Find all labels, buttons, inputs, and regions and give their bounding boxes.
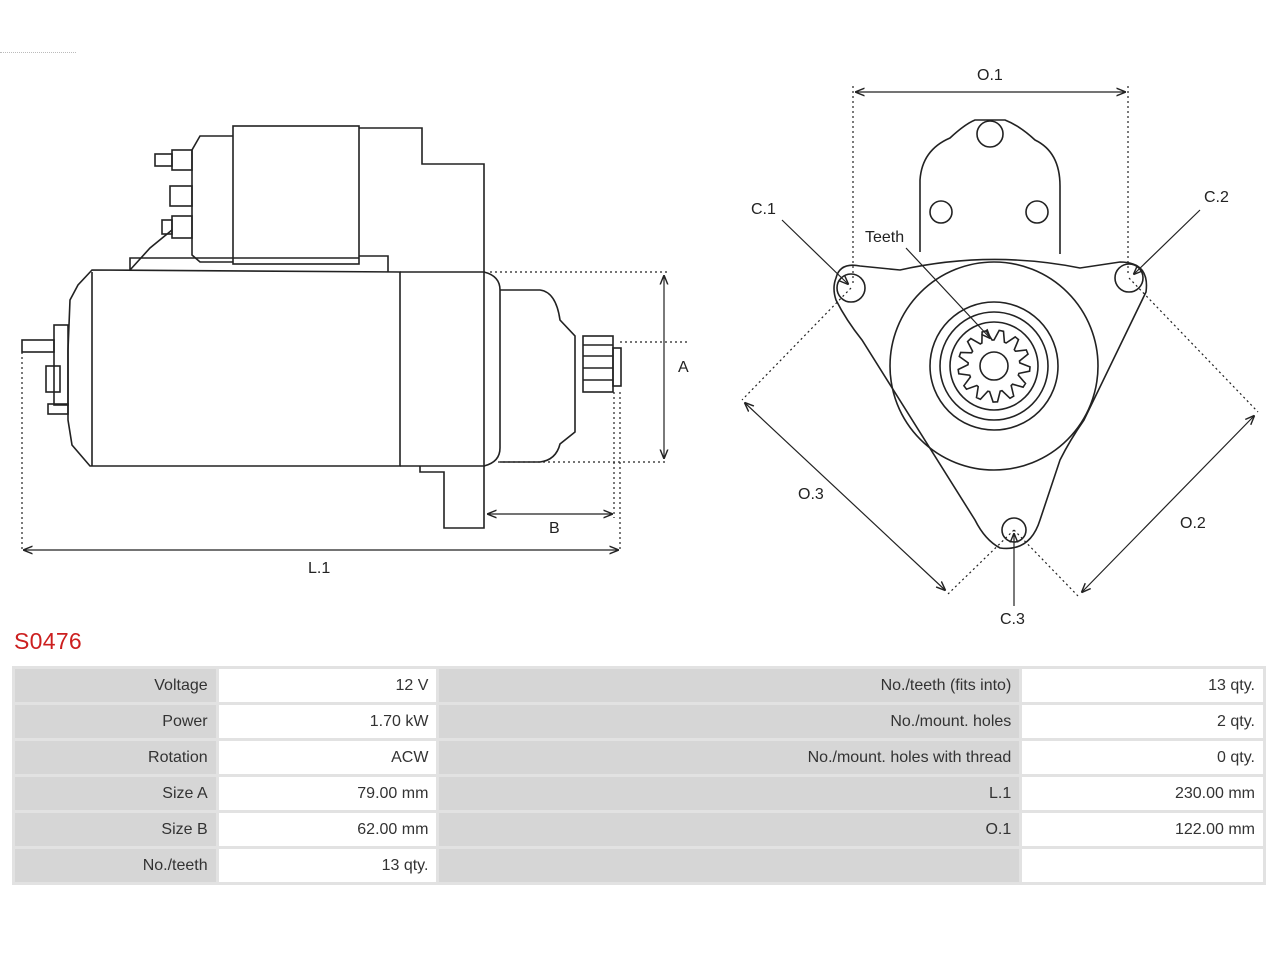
spec-label: No./mount. holes with thread: [439, 741, 1020, 774]
spec-value: 230.00 mm: [1022, 777, 1263, 810]
dim-label-c2: C.2: [1204, 189, 1229, 206]
dim-label-b: B: [549, 520, 560, 537]
spec-value: 122.00 mm: [1022, 813, 1263, 846]
spec-label: Size A: [15, 777, 216, 810]
spec-value: 0 qty.: [1022, 741, 1263, 774]
spec-label: No./teeth: [15, 849, 216, 882]
spec-value: [1022, 849, 1263, 882]
spec-value: 79.00 mm: [218, 777, 437, 810]
spec-label: Voltage: [15, 669, 216, 702]
dim-label-o1: O.1: [977, 67, 1003, 84]
dim-label-c1: C.1: [751, 201, 776, 218]
spec-value: ACW: [218, 741, 437, 774]
spec-value: 12 V: [218, 669, 437, 702]
starter-front-view: [833, 119, 1148, 550]
dim-label-o3: O.3: [798, 486, 824, 503]
spec-label: No./mount. holes: [439, 705, 1020, 738]
dim-label-a: A: [678, 359, 689, 376]
side-dimensions: [21, 271, 688, 552]
part-code: S0476: [14, 628, 83, 654]
spec-value: 13 qty.: [218, 849, 437, 882]
spec-label: Size B: [15, 813, 216, 846]
starter-side-view: [21, 125, 622, 529]
spec-label: O.1: [439, 813, 1020, 846]
spec-value: 1.70 kW: [218, 705, 437, 738]
dim-label-o2: O.2: [1180, 515, 1206, 532]
dim-label-l1: L.1: [308, 560, 330, 577]
spec-label: L.1: [439, 777, 1020, 810]
spec-value: 62.00 mm: [218, 813, 437, 846]
top-rule: [0, 52, 76, 53]
teeth-label: Teeth: [865, 229, 904, 246]
dim-label-c3: C.3: [1000, 611, 1025, 628]
spec-label: No./teeth (fits into): [439, 669, 1020, 702]
technical-drawing: A B L.1: [21, 67, 1259, 628]
spec-label: Rotation: [15, 741, 216, 774]
front-dimensions: [741, 86, 1259, 606]
spec-value: 2 qty.: [1022, 705, 1263, 738]
spec-value: 13 qty.: [1022, 669, 1263, 702]
spec-label: [439, 849, 1020, 882]
spec-label: Power: [15, 705, 216, 738]
